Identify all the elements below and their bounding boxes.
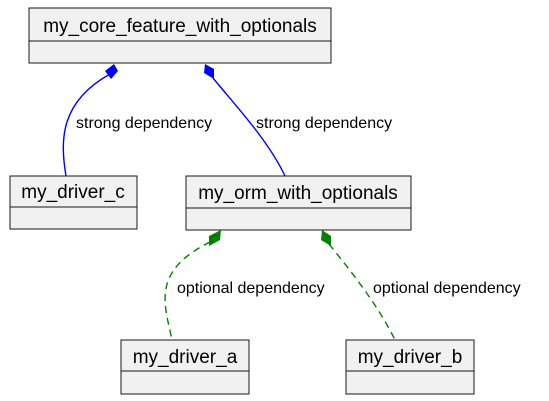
node-title: my_driver_c xyxy=(21,182,124,203)
node-my-driver-c[interactable]: my_driver_c xyxy=(9,175,138,230)
edge-core-to-driver-c xyxy=(62,73,111,177)
edge-orm-to-driver-b-label: optional dependency xyxy=(373,280,521,297)
node-title: my_orm_with_optionals xyxy=(198,183,398,204)
node-title: my_core_feature_with_optionals xyxy=(43,16,317,37)
edge-core-to-orm-label: strong dependency xyxy=(256,115,392,132)
edge-core-to-orm-diamond xyxy=(204,64,214,79)
edge-orm-to-driver-a-diamond xyxy=(209,230,221,246)
edge-core-to-driver-c-diamond xyxy=(105,64,118,79)
node-title: my_driver_b xyxy=(358,347,463,368)
node-my-core-feature-with-optionals[interactable]: my_core_feature_with_optionals xyxy=(28,7,332,64)
node-title: my_driver_a xyxy=(133,347,238,368)
edge-orm-to-driver-b-diamond xyxy=(321,230,331,246)
node-my-driver-b[interactable]: my_driver_b xyxy=(345,339,475,395)
edge-core-to-orm xyxy=(212,77,286,177)
edge-orm-to-driver-a-label: optional dependency xyxy=(177,280,325,297)
node-my-driver-a[interactable]: my_driver_a xyxy=(120,339,250,395)
node-my-orm-with-optionals[interactable]: my_orm_with_optionals xyxy=(185,175,412,231)
edge-core-to-driver-c-label: strong dependency xyxy=(76,115,212,132)
